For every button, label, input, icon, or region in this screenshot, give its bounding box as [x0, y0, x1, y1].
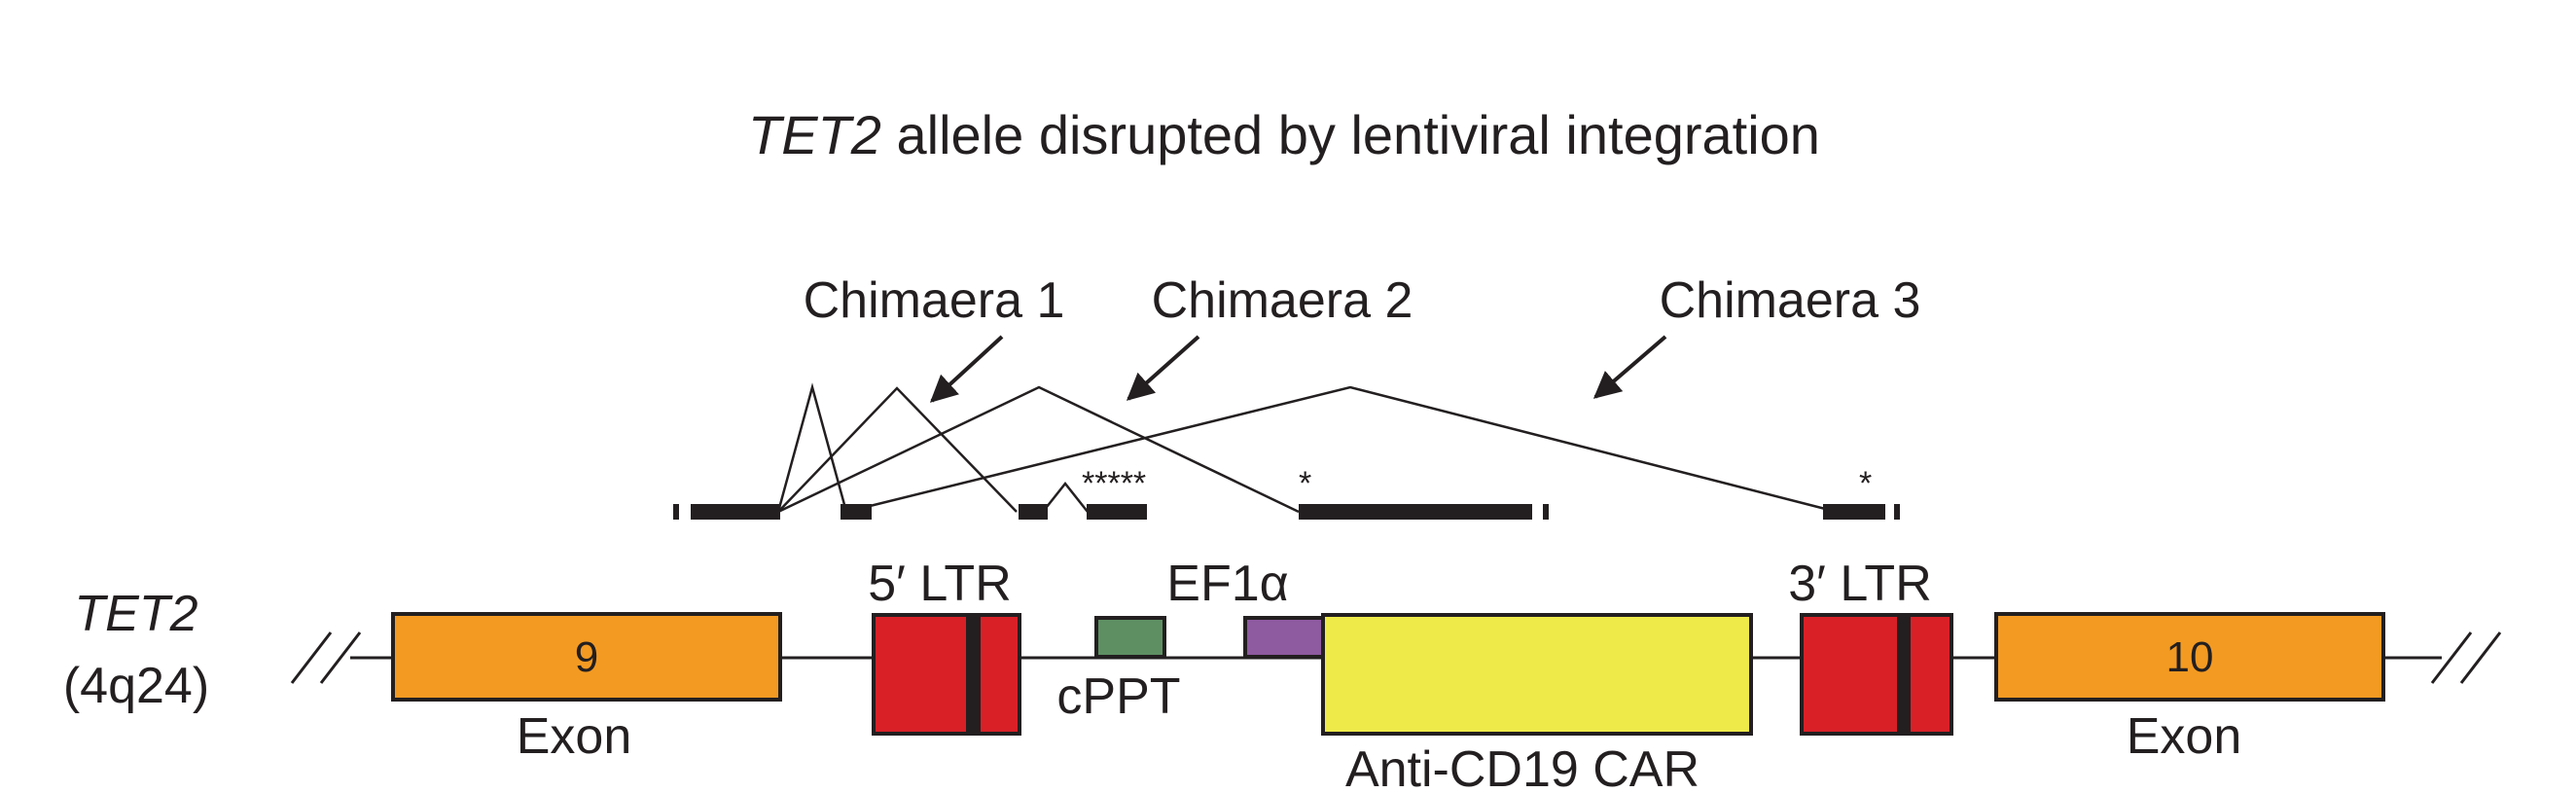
splice-junction-small [1042, 481, 1089, 513]
transcript-segments [673, 504, 1900, 520]
asterisk-2: * [1859, 465, 1872, 502]
segment-tick [1543, 504, 1549, 520]
exon-10-label: Exon [2127, 708, 2242, 765]
ef1a-box [1243, 616, 1325, 659]
break-mark-left [290, 631, 362, 684]
locus-gene-label: TET2 [74, 586, 197, 642]
chimaera-3-label: Chimaera 3 [1660, 272, 1921, 329]
transcript-segment [691, 504, 780, 520]
cppt-box [1094, 616, 1166, 659]
exon-9-label: Exon [517, 708, 632, 765]
chimaera-2-arrow [1126, 335, 1200, 401]
transcript-segment [1299, 504, 1532, 520]
exon-10-box [1994, 612, 2385, 702]
splice-junction-2 [777, 385, 1300, 514]
ltr3-label: 3′ LTR [1788, 556, 1932, 612]
splice-connectors [776, 382, 1838, 514]
segment-tick [673, 504, 679, 520]
ltr5-band [966, 615, 981, 734]
break-mark-right [2430, 631, 2502, 684]
splice-junction-1b [777, 386, 1018, 513]
exon-9-number: 9 [575, 633, 598, 681]
splice-junction-3 [845, 385, 1838, 514]
car-label: Anti-CD19 CAR [1345, 741, 1699, 793]
car-box [1321, 613, 1753, 736]
asterisk-group: ***** [1082, 465, 1146, 502]
diagram-title: TET2 allele disrupted by lentiviral inte… [748, 104, 1820, 165]
ltr3-band [1897, 613, 1911, 736]
locus-band-label: (4q24) [63, 658, 209, 714]
ltr3-box [1800, 613, 1953, 736]
cppt-label: cPPT [1056, 668, 1180, 725]
chimaera-1-label: Chimaera 1 [804, 272, 1065, 329]
transcript-segment [1823, 504, 1885, 520]
exon-10-number: 10 [2166, 633, 2214, 681]
chimaera-1-arrow [929, 335, 1004, 403]
title-text: allele disrupted by lentiviral integrati… [881, 104, 1820, 165]
transcript-segment [841, 504, 872, 520]
segment-tick [1894, 504, 1900, 520]
title-gene: TET2 [748, 104, 881, 165]
exon-9-box [391, 612, 782, 702]
transcript-segment [1087, 504, 1147, 520]
asterisk-1: * [1299, 465, 1311, 502]
chimaera-2-label: Chimaera 2 [1152, 272, 1413, 329]
splice-junction-1a [776, 382, 848, 513]
chimaera-3-arrow [1592, 335, 1667, 399]
ltr5-label: 5′ LTR [868, 556, 1012, 612]
transcript-segment [1019, 504, 1048, 520]
ef1a-label: EF1α [1166, 556, 1288, 612]
ltr5-box [872, 613, 1021, 736]
